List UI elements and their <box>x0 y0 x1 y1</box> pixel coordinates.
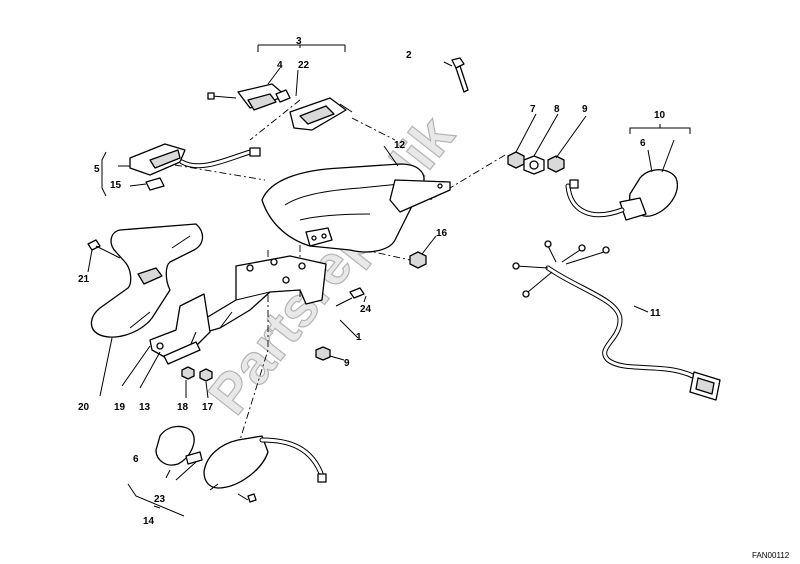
part-screw-2 <box>443 57 469 93</box>
callout-21: 21 <box>78 274 90 285</box>
callout-9-top: 9 <box>582 104 588 115</box>
callout-13: 13 <box>139 402 151 413</box>
callout-14: 14 <box>143 516 155 527</box>
callout-20: 20 <box>78 402 90 413</box>
part-license-lamp-5 <box>101 143 261 197</box>
part-mount-bracket-1 <box>205 255 359 339</box>
part-nut-16 <box>409 235 437 269</box>
callout-1: 1 <box>356 332 362 343</box>
part-nuts-18-17-9 <box>181 346 345 399</box>
callout-7: 7 <box>530 104 536 115</box>
part-turn-signal-10 <box>565 124 691 221</box>
callout-12: 12 <box>394 140 406 151</box>
callout-labels: 1 2 3 4 5 6 6 7 8 9 9 10 11 12 13 14 15 … <box>78 36 666 527</box>
callout-2: 2 <box>406 50 412 61</box>
callout-19: 19 <box>114 402 126 413</box>
callout-18: 18 <box>177 402 189 413</box>
callout-8: 8 <box>554 104 560 115</box>
part-plate-holder-20 <box>90 223 204 397</box>
callout-5: 5 <box>94 164 100 175</box>
callout-11: 11 <box>650 308 661 319</box>
part-turn-signal-14 <box>127 425 327 517</box>
part-wiring-harness-11 <box>512 240 721 401</box>
callout-4: 4 <box>277 60 283 71</box>
callout-15: 15 <box>110 180 122 191</box>
callout-24: 24 <box>360 304 372 315</box>
part-nut-washer-7-8-9 <box>507 113 587 175</box>
callout-16: 16 <box>436 228 448 239</box>
callout-9-bottom: 9 <box>344 358 350 369</box>
figure-code: FAN00112 <box>752 551 790 560</box>
part-bolt-24 <box>335 287 367 307</box>
callout-10: 10 <box>654 110 666 121</box>
callout-6-left: 6 <box>133 454 139 465</box>
callout-3: 3 <box>296 36 302 47</box>
callout-23: 23 <box>154 494 166 505</box>
part-rear-lamp-group-3 <box>207 44 353 131</box>
part-bolt-21 <box>87 239 121 273</box>
part-side-bracket-19-13 <box>121 293 211 389</box>
callout-6-right: 6 <box>640 138 646 149</box>
part-rear-fender-12 <box>261 145 451 253</box>
callout-17: 17 <box>202 402 214 413</box>
callout-22: 22 <box>298 60 310 71</box>
